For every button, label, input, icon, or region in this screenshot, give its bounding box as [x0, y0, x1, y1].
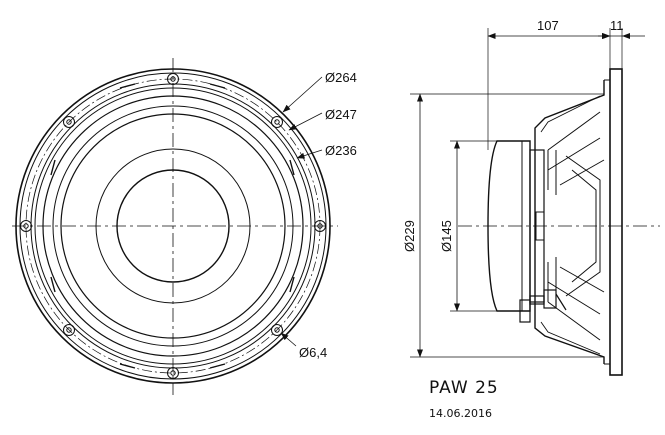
cone-ring — [95, 148, 251, 304]
dim-outer-diameter: Ø264 — [325, 70, 357, 85]
leader-hole — [280, 332, 297, 347]
dust-cap-circle — [116, 169, 230, 283]
mounting-hole-icon — [271, 324, 283, 336]
dim-magnet-diameter: Ø145 — [439, 220, 454, 252]
gasket-tabs — [50, 83, 295, 369]
dim-cutout-diameter: Ø236 — [325, 143, 357, 158]
leader-247 — [288, 112, 323, 131]
bolt-circle — [25, 78, 321, 374]
front-view — [12, 58, 338, 395]
mounting-hole-icon — [167, 367, 179, 379]
cone-outer-ring — [60, 113, 286, 339]
magnet-top-plate — [487, 140, 531, 312]
basket-spokes — [547, 111, 605, 341]
leader-236 — [296, 149, 323, 159]
mounting-hole-icon — [63, 324, 75, 336]
dim-flange-arrow — [602, 33, 630, 39]
mounting-hole-icon — [20, 220, 32, 232]
leader-264 — [282, 76, 323, 113]
dim-front-height: Ø229 — [402, 220, 417, 252]
dim-flange-thickness: 11 — [610, 18, 624, 33]
surround-inner-ring — [52, 105, 294, 347]
basket-outline-inner — [540, 95, 601, 355]
mounting-holes — [20, 73, 326, 379]
mounting-flange — [609, 68, 623, 376]
outer-frame-circle — [15, 68, 331, 384]
drawing-date: 14.06.2016 — [429, 407, 492, 420]
dim-depth: 107 — [537, 18, 559, 33]
surround-outer-ring — [42, 95, 304, 357]
mounting-hole-icon — [167, 73, 179, 85]
frame-ring-4 — [34, 87, 312, 365]
voice-coil-hub — [535, 211, 545, 241]
basket-outline — [534, 80, 605, 364]
dim-bolt-circle-diameter: Ø247 — [325, 107, 357, 122]
side-view — [410, 28, 660, 376]
model-name: PAW 25 — [429, 378, 499, 398]
front-leaders — [280, 76, 323, 347]
terminal-icon — [519, 289, 567, 323]
mounting-hole-icon — [63, 116, 75, 128]
mounting-hole-icon — [314, 220, 326, 232]
dim-hole-diameter: Ø6,4 — [299, 345, 327, 360]
mounting-hole-icon — [271, 116, 283, 128]
